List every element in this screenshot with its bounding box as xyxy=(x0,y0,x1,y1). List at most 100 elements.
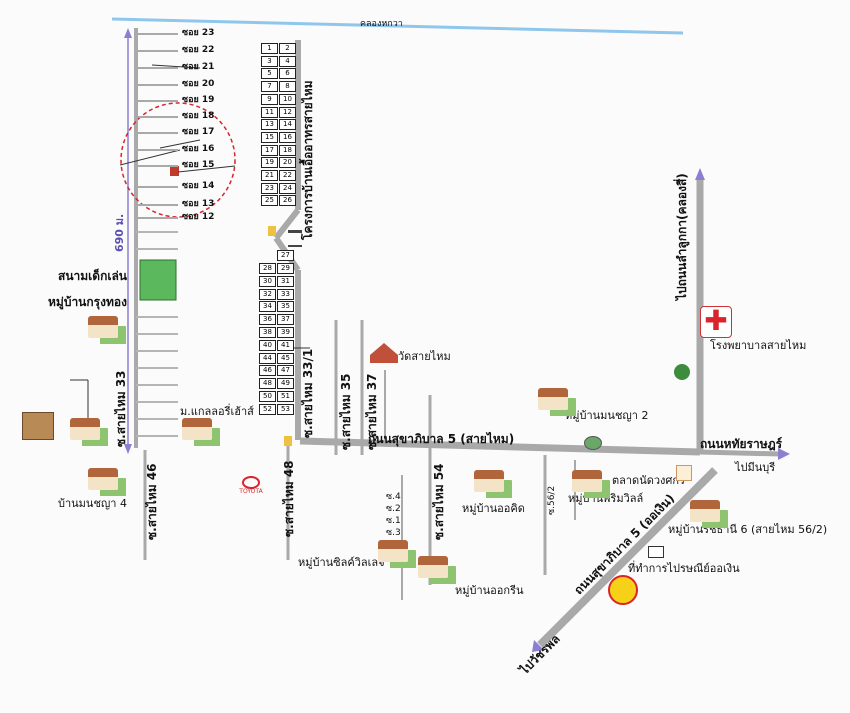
seven-eleven-icon xyxy=(268,226,276,236)
post-label: ที่ทำการไปรษณีย์ออเงิน xyxy=(628,562,740,575)
road-sukhaphiban5-saimai xyxy=(299,437,701,456)
target-marker xyxy=(170,166,179,176)
plot-number: 49 xyxy=(277,378,294,390)
shell-logo-icon xyxy=(608,575,638,605)
road-hathairat xyxy=(699,449,781,457)
plot-number: 46 xyxy=(259,365,276,377)
village-house-icon xyxy=(378,540,408,562)
hospital-icon: ✚ xyxy=(700,306,732,338)
road-label-saimai35: ซ.สายไหม 35 xyxy=(339,373,353,450)
monchaya4-label: บ้านมนชญา 4 xyxy=(58,497,127,510)
soi-label: ซอย 20 xyxy=(182,79,215,89)
plot-number: 11 xyxy=(261,106,278,118)
krungthong-label: หมู่บ้านกรุงทอง xyxy=(48,295,127,309)
plot-number: 53 xyxy=(277,403,294,415)
distance-label: 690 ม. xyxy=(113,213,126,252)
arrow-watphon xyxy=(532,640,544,652)
plot-number: 6 xyxy=(279,68,296,80)
plot-number: 9 xyxy=(261,93,278,105)
village-house-icon xyxy=(182,418,212,440)
sub-soi-label: ซ.2 xyxy=(386,504,401,514)
plot-number: 4 xyxy=(279,55,296,67)
road-label-saimai46: ซ.สายไหม 46 xyxy=(145,463,159,540)
market-logo-icon xyxy=(584,436,602,450)
plot-number: 35 xyxy=(277,301,294,313)
plot-number: 40 xyxy=(259,339,276,351)
plot-number: 51 xyxy=(277,391,294,402)
plot-number: 36 xyxy=(259,314,276,326)
soi-label: ซอย 19 xyxy=(182,95,215,105)
village-house-icon xyxy=(572,470,602,492)
plot-number: 33 xyxy=(277,288,294,300)
soi-label: ซอย 14 xyxy=(182,181,215,191)
sub-soi-label: ซ.1 xyxy=(386,516,401,526)
soi-label: ซอย 13 xyxy=(182,199,215,209)
tree-icon xyxy=(674,364,690,380)
mail-icon xyxy=(648,546,664,558)
soi-label: ซอย 21 xyxy=(182,62,215,72)
soi-label: ซอย 23 xyxy=(182,28,215,38)
plot-number: 28 xyxy=(259,263,276,274)
plot-number: 16 xyxy=(279,131,296,143)
plot-number: 50 xyxy=(259,391,276,402)
village-house-icon xyxy=(70,418,100,440)
canal-line xyxy=(111,17,684,35)
plot-number: 52 xyxy=(259,403,276,415)
primville-label: หมู่บ้านพริมวิลล์ xyxy=(568,492,644,505)
government-building-icon xyxy=(288,230,302,247)
silkville-label: หมู่บ้านซิลค์วิลเลจ xyxy=(298,556,385,569)
hospital-label: โรงพยาบาลสายไหม xyxy=(710,339,807,352)
toyota-logo: TOYOTA xyxy=(236,476,266,495)
village-house-icon xyxy=(88,468,118,490)
plot-number: 2 xyxy=(279,43,296,54)
market-shop-icon xyxy=(676,465,692,481)
plot-number: 19 xyxy=(261,157,278,169)
village-house-icon xyxy=(88,316,118,338)
plot-number: 30 xyxy=(259,275,276,287)
plot-number: 44 xyxy=(259,352,276,364)
plot-number: 29 xyxy=(277,263,294,274)
shop-icon xyxy=(22,412,54,440)
plot-number: 15 xyxy=(261,131,278,143)
soi-label: ซอย 17 xyxy=(182,127,215,137)
plot-number: 22 xyxy=(279,170,296,181)
plot-number: 13 xyxy=(261,119,278,131)
road-label-sukhaphiban5-saimai: ถนนสุขาภิบาล 5 (สายไหม) xyxy=(368,432,515,446)
soi-label: ซอย 12 xyxy=(182,212,215,222)
plot-number: 25 xyxy=(261,195,278,207)
plot-number: 38 xyxy=(259,327,276,338)
playground-label: สนามเด็กเล่น xyxy=(58,269,127,283)
plot-number: 7 xyxy=(261,81,278,93)
plot-number: 37 xyxy=(277,314,294,326)
plot-number: 3 xyxy=(261,55,278,67)
side-streets xyxy=(136,33,178,219)
plot-number: 31 xyxy=(277,275,294,287)
arrow-minburi xyxy=(778,448,790,460)
plot-number: 1 xyxy=(261,43,278,54)
plot-number: 18 xyxy=(279,144,296,156)
plot-number: 8 xyxy=(279,81,296,93)
road-label-saimai48: ซ.สายไหม 48 xyxy=(282,460,296,537)
orkrin-label: หมู่บ้านออกรีน xyxy=(455,584,524,597)
village-house-icon xyxy=(538,388,568,410)
orchid-label: หมู่บ้านออคิด xyxy=(462,502,525,515)
toyota-wordmark: TOYOTA xyxy=(239,488,263,495)
distance-arrow-head xyxy=(124,28,132,38)
road-label-hathairat: ถนนหทัยราษฎร์ xyxy=(700,437,783,451)
pointer-line xyxy=(151,64,201,69)
pointer-line xyxy=(159,139,201,149)
soi-label: ซอย 18 xyxy=(182,111,215,121)
wat-label: วัดสายไหม xyxy=(398,350,451,363)
plot-number: 47 xyxy=(277,365,294,377)
plot-number: 17 xyxy=(261,144,278,156)
plot-number: 34 xyxy=(259,301,276,313)
village-house-icon xyxy=(690,500,720,522)
distance-arrow-tail xyxy=(124,444,132,454)
road-saimai33-1-bend xyxy=(273,208,301,240)
project-name-label: โครงการบ้านเอื้ออาทรสายไหม xyxy=(301,80,315,240)
house-rows xyxy=(136,231,178,437)
soi-label: ซอย 16 xyxy=(182,144,215,154)
pointer-line xyxy=(177,165,236,173)
road-label-saimai33: ซ.สายไหม 33 xyxy=(114,370,128,447)
